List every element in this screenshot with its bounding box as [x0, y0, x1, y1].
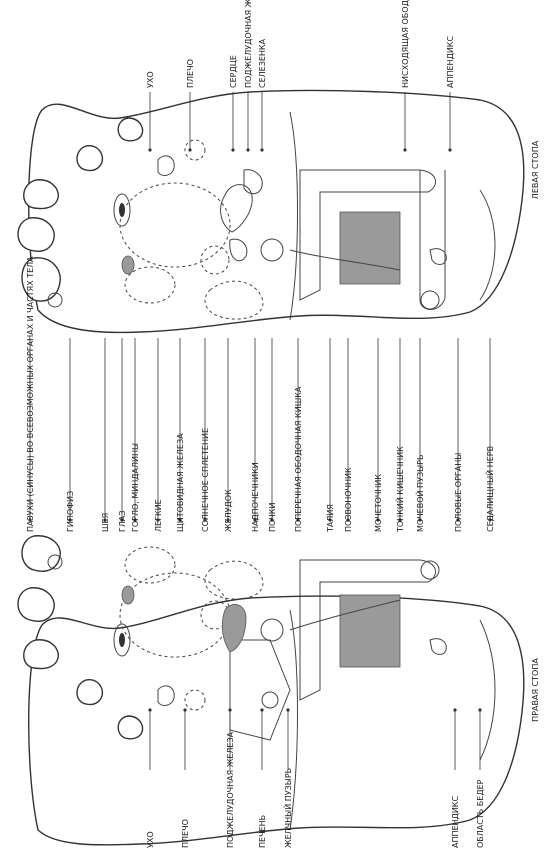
left-foot-title: ЛЕВАЯ СТОПА: [531, 140, 540, 199]
center-label-3: ГЛАЗ: [118, 511, 127, 533]
center-label-11: ПОПЕРЕЧНАЯ ОБОДОЧНАЯ КИШКА: [294, 386, 303, 532]
bottom-label-5-dot: [453, 708, 456, 711]
center-label-18: СЕДАЛИЩНЫЙ НЕРВ: [484, 446, 495, 532]
bottom-label-3-dot: [260, 708, 263, 711]
center-label-12: ТАЛИЯ: [326, 504, 335, 533]
left-small-intestine: [340, 212, 400, 284]
bottom-label-3: ПЕЧЕНЬ: [258, 815, 267, 848]
center-label-15: ТОНКИЙ КИШЕЧНИК: [394, 446, 405, 533]
center-label-5: ЛЕГКИЕ: [154, 499, 163, 532]
right-toe-3: [24, 640, 59, 669]
bottom-label-4: ЖЕЛЧНЫЙ ПУЗЫРЬ: [282, 768, 293, 848]
center-label-4: ГОРЛО, МИНДАЛИНЫ: [131, 443, 140, 532]
right-toe-2: [18, 588, 54, 621]
left-toe-2: [18, 218, 54, 251]
bottom-label-0-dot: [148, 708, 151, 711]
bottom-label-2: ПОДЖЕЛУДОЧНАЯ ЖЕЛЕЗА: [226, 731, 235, 848]
top-label-2-dot: [231, 148, 234, 151]
right-thyroid-zone: [125, 547, 175, 583]
left-foot-outline: [29, 90, 524, 332]
top-label-3: ПОДЖЕЛУДОЧНАЯ ЖЕЛЕЗА: [244, 0, 253, 88]
left-toe-3: [24, 180, 59, 209]
center-label-7: СОЛНЕЧНОЕ СПЛЕТЕНИЕ: [201, 428, 210, 532]
top-label-1: ПЛЕЧО: [186, 59, 195, 88]
left-toe-4: [77, 146, 102, 171]
right-foot: [18, 536, 524, 845]
right-stomach-zone: [205, 561, 263, 599]
top-label-5: НИСХОДЯЩАЯ ОБОДОЧНАЯ КИШКА: [401, 0, 410, 88]
right-small-intestine: [340, 595, 400, 667]
top-label-4: СЕЛЕЗЕНКА: [258, 38, 267, 88]
bottom-label-5: АППЕНДИКС: [451, 796, 460, 848]
center-label-10: ПОЧКИ: [268, 503, 277, 532]
top-label-4-dot: [260, 148, 263, 151]
top-label-2: СЕРДЦЕ: [229, 55, 238, 88]
right-toe-1: [22, 536, 60, 571]
right-bladder: [421, 561, 439, 579]
bottom-label-6: ОБЛАСТЬ БЕДЕР: [476, 779, 485, 848]
right-foot-title: ПРАВАЯ СТОПА: [531, 658, 540, 722]
left-throat-zone: [122, 256, 134, 274]
center-label-13: ПОЗВОНОЧНИК: [344, 467, 353, 532]
top-label-6: АППЕНДИКС: [446, 36, 455, 88]
center-label-14: МОЧЕТОЧНИК: [374, 474, 383, 532]
left-toe-5: [118, 118, 142, 141]
center-label-6: ЩИТОВИДНАЯ ЖЕЛЕЗА: [176, 433, 185, 532]
left-eye-pupil: [119, 203, 125, 217]
center-label-16: МОЧЕВОЙ ПУЗЫРЬ: [414, 455, 425, 532]
top-label-0-dot: [148, 148, 151, 151]
center-label-17: ПОЛОВЫЕ ОРГАНЫ: [454, 453, 463, 532]
bottom-label-0: УХО: [146, 831, 155, 848]
center-label-1: ГИПОФИЗ: [66, 491, 75, 532]
bottom-label-1: ПЛЕЧО: [181, 819, 190, 848]
center-label-0: ПАЗУХИ (СИНУСЫ) ВО ВСЕВОЗМОЖНЫХ ОРГАНАХ …: [26, 256, 35, 532]
bottom-label-1-dot: [183, 708, 186, 711]
center-label-2: ШЕЯ: [101, 513, 110, 532]
top-label-0: УХО: [146, 71, 155, 88]
right-throat-zone: [122, 586, 134, 604]
center-label-8: ЖЕЛУДОК: [224, 489, 233, 532]
right-toe-4: [77, 680, 102, 705]
top-label-1-dot: [188, 148, 191, 151]
bottom-label-6-dot: [478, 708, 481, 711]
top-label-5-dot: [403, 148, 406, 151]
left-foot: [18, 90, 524, 332]
top-label-3-dot: [246, 148, 249, 151]
bottom-label-2-dot: [228, 708, 231, 711]
center-label-9: НАДПОЧЕЧНИКИ: [251, 462, 260, 532]
bottom-label-4-dot: [286, 708, 289, 711]
right-eye-pupil: [119, 633, 125, 647]
right-toe-5: [118, 716, 142, 739]
right-foot-outline: [29, 596, 524, 845]
top-label-6-dot: [448, 148, 451, 151]
